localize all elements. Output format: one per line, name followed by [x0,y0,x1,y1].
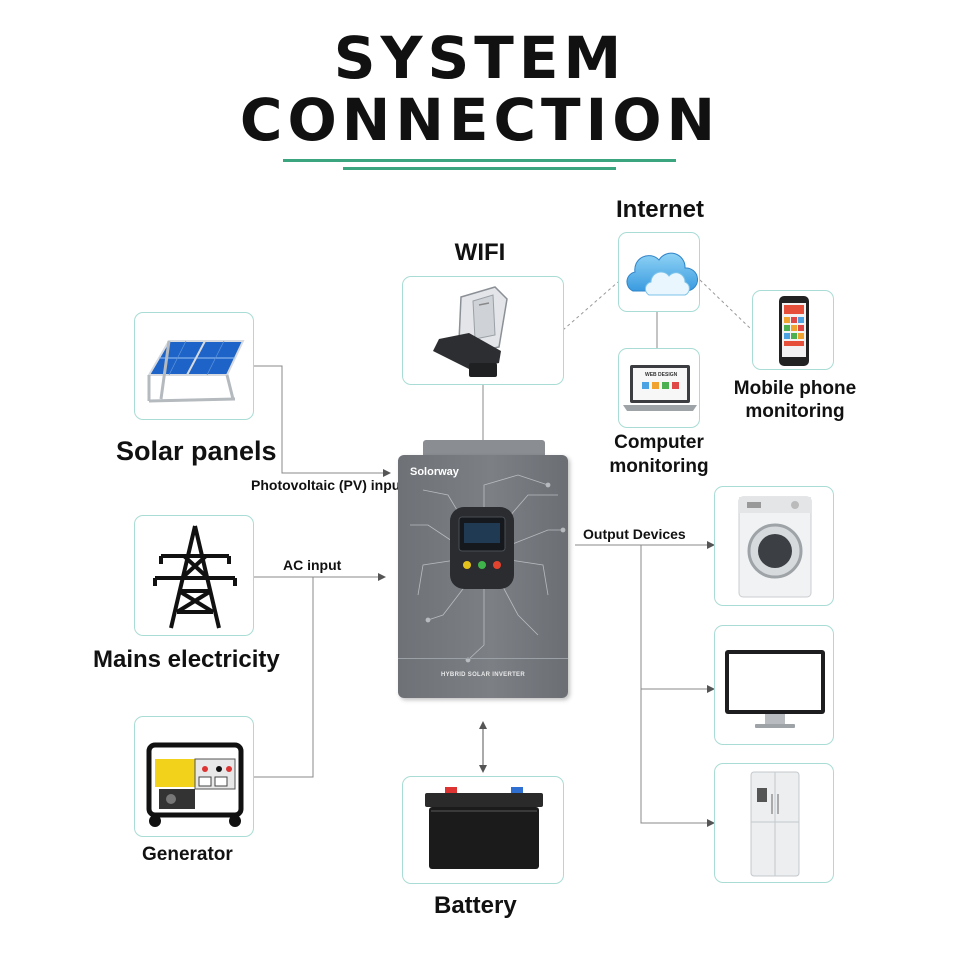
solar-panel-icon [147,340,245,403]
pv-input-label: Photovoltaic (PV) input [251,477,405,493]
power-tower-icon [153,525,237,629]
laptop-icon [623,365,697,411]
internet-box [618,232,700,312]
refrigerator-icon [750,771,800,877]
inverter-brand: Solorway [410,466,459,478]
cloud-icon [626,252,699,296]
ac-input-label: AC input [283,557,342,573]
inverter-divider [398,658,568,659]
monitor-icon [725,650,825,728]
internet-label: Internet [615,196,704,223]
monitor-box [714,625,834,745]
mobile-box [752,290,834,370]
washing-machine-icon [738,496,812,598]
wifi-box [402,276,564,385]
wifi-dongle-icon [433,286,508,377]
generator-label: Generator [142,844,233,865]
computer-box: WEB DESIGN [618,348,700,428]
wifi-label: WIFI [454,239,506,266]
page-title-line2: CONNECTION [239,86,721,154]
battery-label: Battery [434,892,517,919]
inverter-mount-bracket [423,440,545,458]
solar-box [134,312,254,420]
refrigerator-box [714,763,834,883]
mains-box [134,515,254,636]
inverter-circuit-graphic [410,474,566,663]
page-title-line1: SYSTEM [333,24,627,92]
title-underline-short [343,167,616,170]
generator-icon [146,742,244,827]
solar-label: Solar panels [116,436,277,466]
smartphone-icon [779,296,809,366]
title-underline [283,159,676,162]
computer-label: Computer monitoring [609,432,709,477]
output-devices-label: Output Devices [583,526,686,542]
inverter-model: HYBRID SOLAR INVERTER [441,672,525,678]
laptop-screen-text: WEB DESIGN [645,372,678,378]
generator-box [134,716,254,837]
mobile-label: Mobile phone monitoring [733,378,857,422]
mains-label: Mains electricity [93,646,280,673]
battery-box [402,776,564,884]
car-battery-icon [425,787,543,869]
washing-machine-box [714,486,834,606]
